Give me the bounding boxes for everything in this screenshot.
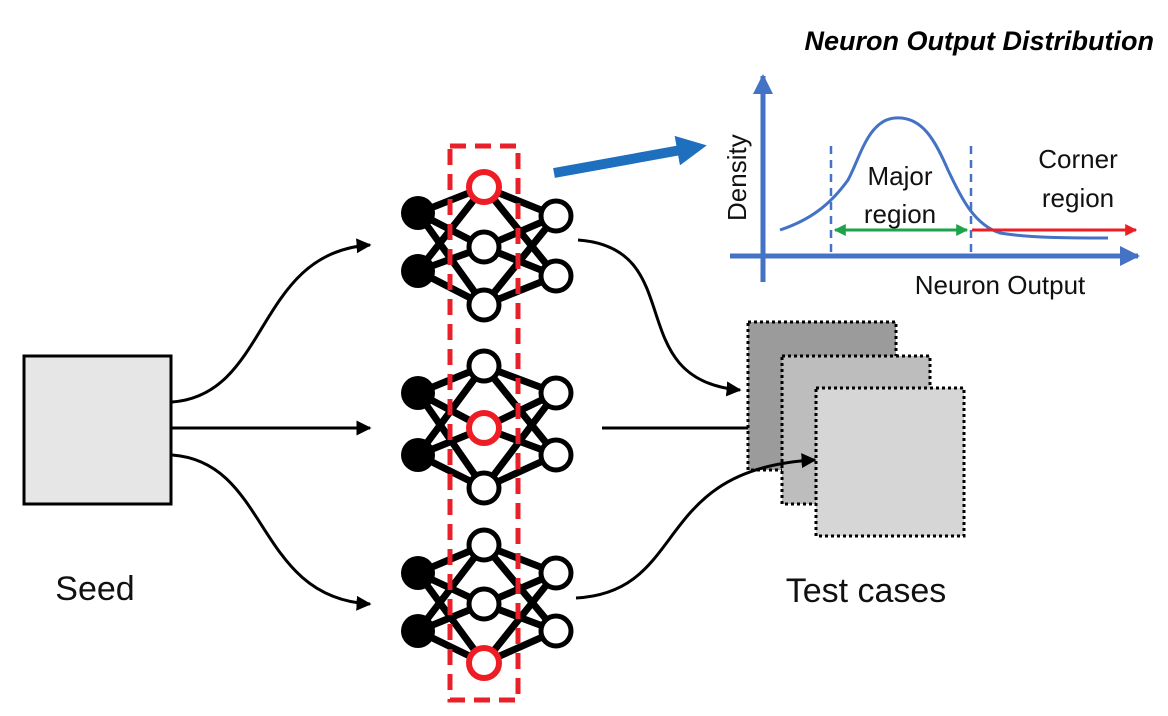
hidden-neuron — [466, 527, 502, 563]
highlighted-neuron — [466, 169, 502, 205]
input-neuron — [401, 376, 435, 410]
input-neuron — [401, 254, 435, 288]
hidden-neuron — [466, 287, 502, 323]
test-cases-stack — [746, 320, 966, 538]
major-region-label-line2: region — [864, 199, 936, 229]
hidden-neuron — [466, 586, 502, 622]
hidden-neuron — [466, 229, 502, 265]
seed-to-network-1-arrow — [171, 238, 372, 404]
density-curve — [779, 116, 1109, 240]
test-cases-label: Test cases — [786, 572, 947, 610]
y-axis-label: Density — [722, 134, 752, 221]
highlighted-neuron — [466, 645, 502, 681]
input-neuron — [401, 614, 435, 648]
neural-network-1 — [401, 169, 574, 323]
input-neuron — [401, 556, 435, 590]
seed-label: Seed — [55, 570, 134, 608]
output-neuron — [538, 375, 574, 411]
distribution-title: Neuron Output Distribution — [805, 26, 1154, 56]
seed-to-network-3-arrow — [171, 453, 372, 611]
distribution-pointer-arrow — [553, 135, 707, 178]
input-neuron — [401, 196, 435, 230]
network-1-to-test-cases-arrow — [577, 238, 742, 397]
highlighted-neuron — [466, 410, 502, 446]
hidden-neuron — [466, 470, 502, 506]
seed-box — [22, 354, 173, 506]
output-neuron — [538, 555, 574, 591]
corner-region-label-line1: Corner — [1038, 144, 1118, 174]
neural-network-2 — [401, 348, 574, 506]
input-neuron — [401, 438, 435, 472]
output-neuron — [538, 258, 574, 294]
corner-region-label-line2: region — [1042, 183, 1114, 213]
network-3-to-test-cases-arrow — [575, 453, 817, 600]
output-neuron — [538, 437, 574, 473]
test-case-front — [814, 386, 966, 538]
hidden-neuron — [466, 348, 502, 384]
distribution-plot: Neuron Output Distribution Density Neuro… — [722, 26, 1154, 300]
selected-layer-box — [447, 143, 521, 703]
major-region-label-line1: Major — [867, 161, 932, 191]
neural-network-3 — [401, 527, 574, 681]
output-neuron — [538, 613, 574, 649]
output-neuron — [538, 198, 574, 234]
x-axis-label: Neuron Output — [915, 270, 1086, 300]
